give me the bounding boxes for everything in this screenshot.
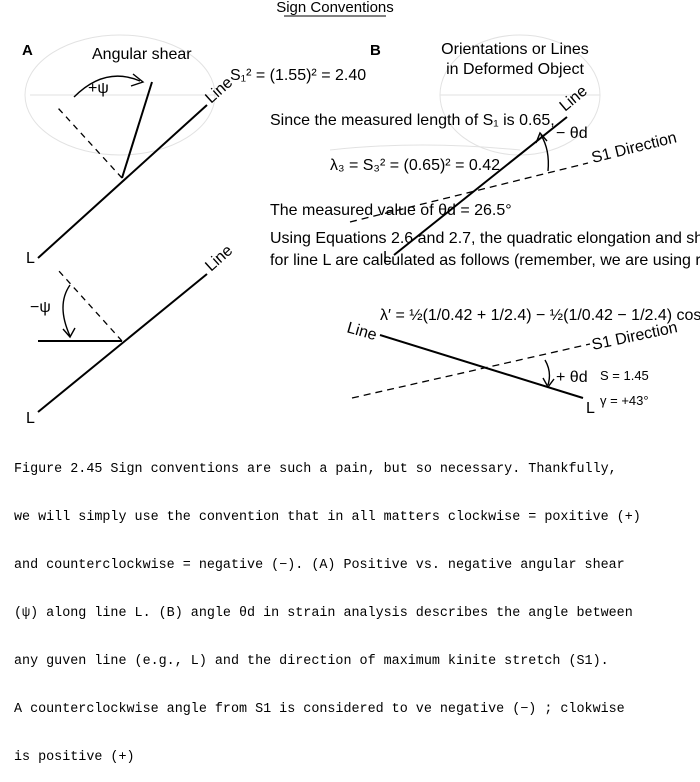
s1-direction-label-upper-b: S1 Direction — [590, 129, 679, 167]
positive-shear-arrowhead — [130, 73, 145, 87]
end-label-upper-b: L — [383, 249, 392, 266]
caption-line: any guven line (e.g., L) and the directi… — [14, 654, 609, 669]
svg-text:γ = +43°: γ = +43° — [600, 393, 649, 408]
svg-text:Using Equations 2.6 and 2.7, t: Using Equations 2.6 and 2.7, the quadrat… — [270, 230, 700, 247]
svg-text:S₁² = (1.55)² = 2.40: S₁² = (1.55)² = 2.40 — [230, 67, 366, 84]
figure-caption: Figure 2.45 Sign conventions are such a … — [14, 430, 694, 782]
line-label-lower-a: Line — [202, 242, 236, 275]
end-label-lower-b: L — [586, 400, 595, 417]
caption-line: (ψ) along line L. (B) angle θd in strain… — [14, 606, 633, 621]
line-l-upper-b — [393, 116, 568, 256]
s1-direction-upper-b — [349, 162, 589, 223]
sign-conventions-diagram: S₁² = (1.55)² = 2.40 Since the measured … — [22, 0, 700, 427]
s1-direction-lower-b — [351, 343, 591, 399]
caption-line: is positive (+) — [14, 750, 135, 765]
bleed-through-background: S₁² = (1.55)² = 2.40 Since the measured … — [24, 34, 700, 408]
original-perpendicular-lower-a — [57, 269, 123, 342]
panel-a-heading: Angular shear — [92, 46, 192, 63]
negative-shear-arrowhead — [62, 327, 76, 339]
negative-angle-label: − θd — [556, 125, 588, 142]
line-l-lower-a — [37, 273, 208, 413]
end-label-lower-a: L — [26, 410, 35, 427]
panel-b-heading-line2: in Deformed Object — [446, 61, 584, 78]
positive-shear-label: +ψ — [88, 80, 109, 97]
caption-line: Figure 2.45 Sign conventions are such a … — [14, 462, 617, 477]
caption-line: A counterclockwise angle from S1 is cons… — [14, 702, 625, 717]
diagram-title: Sign Conventions — [276, 0, 394, 16]
negative-shear-label: −ψ — [30, 299, 51, 316]
positive-angle-arrowhead — [542, 377, 555, 389]
panel-a-negative-shear: −ψ Line L — [26, 242, 236, 427]
sheared-perpendicular-upper-a — [121, 81, 153, 179]
line-l-upper-a — [37, 104, 208, 259]
end-label-upper-a: L — [26, 250, 35, 267]
original-perpendicular-upper-a — [57, 107, 123, 179]
panel-a-positive-shear: +ψ Line L — [26, 73, 236, 267]
line-l-lower-b — [379, 334, 584, 399]
svg-text:λ₃ = S₃² = (0.65)² = 0.42: λ₃ = S₃² = (0.65)² = 0.42 — [330, 157, 500, 174]
svg-text:for line L are calculated as f: for line L are calculated as follows (re… — [270, 252, 700, 269]
svg-text:S = 1.45: S = 1.45 — [600, 368, 649, 383]
caption-line: we will simply use the convention that i… — [14, 510, 641, 525]
panel-b-letter: B — [370, 42, 381, 59]
negative-angle-arrowhead — [535, 131, 548, 144]
positive-angle-label: + θd — [556, 369, 588, 386]
negative-angle-arc — [540, 134, 550, 172]
positive-angle-arc — [544, 359, 551, 386]
s1-direction-label-lower-b: S1 Direction — [590, 319, 679, 354]
svg-text:Since the measured length of S: Since the measured length of S₁ is 0.65, — [270, 112, 555, 129]
panel-a-letter: A — [22, 42, 33, 59]
positive-shear-arc — [73, 75, 141, 98]
line-label-lower-b: Line — [345, 320, 379, 345]
svg-text:The measured value of θd = 26.: The measured value of θd = 26.5° — [270, 202, 512, 219]
line-label-upper-b: Line — [557, 83, 591, 116]
svg-text:λ′ = ½(1/0.42 + 1/2.4) − ½(1/0: λ′ = ½(1/0.42 + 1/2.4) − ½(1/0.42 − 1/2.… — [380, 307, 700, 324]
negative-shear-arc — [62, 284, 71, 337]
caption-line: and counterclockwise = negative (−). (A)… — [14, 558, 625, 573]
panel-b-heading-line1: Orientations or Lines — [441, 41, 589, 58]
